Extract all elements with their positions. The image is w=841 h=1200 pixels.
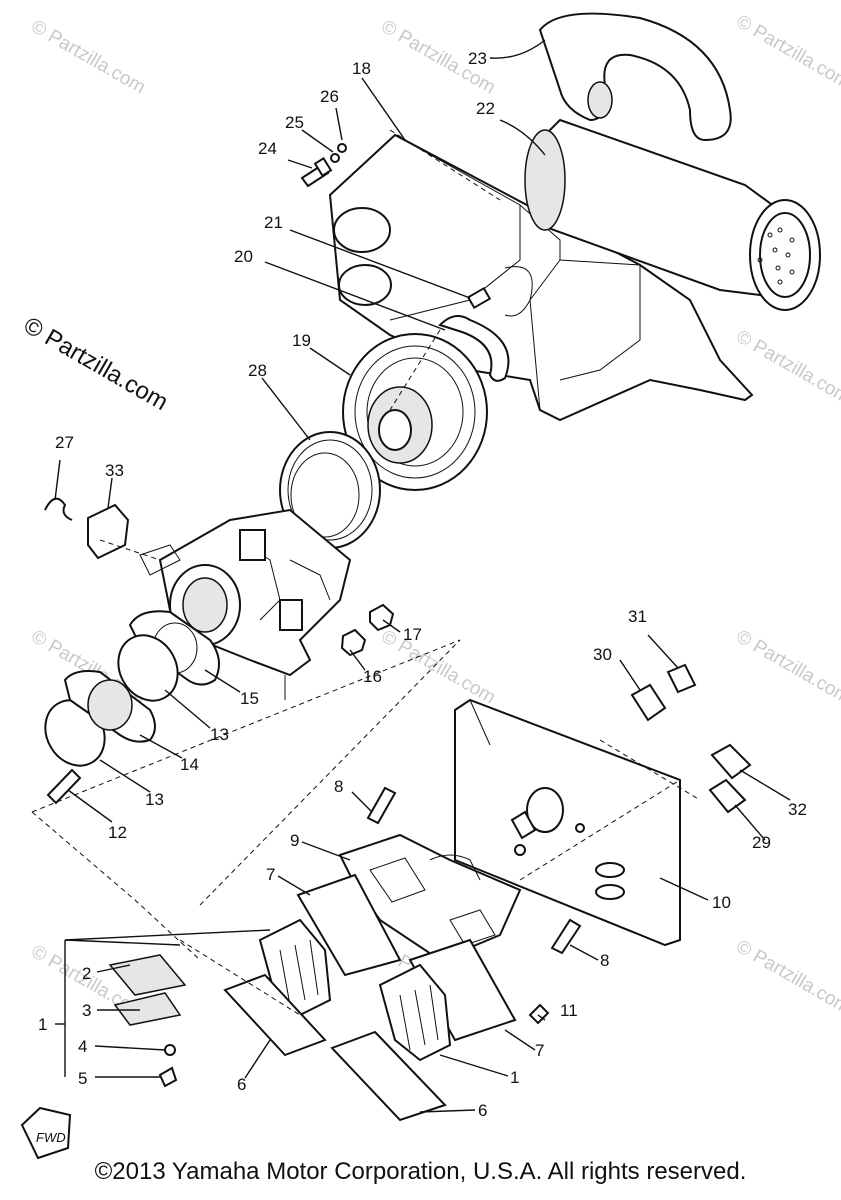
callout-6b: 6	[478, 1101, 487, 1120]
part-30	[630, 683, 667, 722]
callout-8b: 8	[600, 951, 609, 970]
callout-28: 28	[248, 361, 267, 380]
callout-24: 24	[258, 139, 277, 158]
plate-10	[454, 698, 681, 947]
watermark: © Partzilla.com	[733, 936, 841, 1018]
callout-labels: 23 22 18 26 25 24 21 20 19 28 27 33 17 1…	[38, 49, 807, 1120]
callout-25: 25	[285, 113, 304, 132]
main-watermark: © Partzilla.com	[19, 312, 173, 416]
callout-22: 22	[476, 99, 495, 118]
callout-14: 14	[180, 755, 199, 774]
callout-9: 9	[290, 831, 299, 850]
callout-18: 18	[352, 59, 371, 78]
callout-23: 23	[468, 49, 487, 68]
callout-30: 30	[593, 645, 612, 664]
clamp-20	[438, 315, 510, 382]
callout-16: 16	[363, 667, 382, 686]
callout-31: 31	[628, 607, 647, 626]
copyright-notice: ©2013 Yamaha Motor Corporation, U.S.A. A…	[94, 1158, 747, 1185]
callout-26: 26	[320, 87, 339, 106]
part-33	[87, 503, 130, 560]
callout-1b: 1	[510, 1068, 519, 1087]
fwd-label: FWD	[36, 1130, 66, 1145]
flange-14	[63, 670, 156, 743]
callout-19: 19	[292, 331, 311, 350]
callout-13b: 13	[145, 790, 164, 809]
gasket-7-upper	[296, 873, 402, 977]
callout-21: 21	[264, 213, 283, 232]
bolt-24	[300, 157, 333, 188]
callout-7: 7	[266, 865, 275, 884]
stud-12	[46, 768, 82, 805]
callout-6: 6	[237, 1075, 246, 1094]
callout-2: 2	[82, 964, 91, 983]
callout-7b: 7	[535, 1041, 544, 1060]
callout-11: 11	[560, 1001, 578, 1020]
part-31	[666, 663, 697, 694]
washer-26	[337, 143, 347, 153]
watermark: © Partzilla.com	[733, 626, 841, 708]
callout-4: 4	[78, 1037, 87, 1056]
callout-8: 8	[334, 777, 343, 796]
bolt-21	[466, 286, 492, 310]
watermark: © Partzilla.com	[28, 16, 149, 98]
screw-5	[158, 1066, 178, 1088]
joint-28	[279, 431, 381, 549]
callout-15: 15	[240, 689, 259, 708]
callout-29: 29	[752, 833, 771, 852]
reed-valve-1-lower	[378, 963, 452, 1062]
watermark: © Partzilla.com	[378, 626, 499, 708]
bolt-8-lower	[550, 918, 582, 955]
callout-20: 20	[234, 247, 253, 266]
callout-5: 5	[78, 1069, 87, 1088]
part-29	[708, 778, 747, 814]
leader-lines	[54, 39, 791, 1113]
watermark: © Partzilla.com	[733, 11, 841, 93]
bolt-8-upper	[366, 786, 397, 825]
screw-11	[528, 1003, 550, 1025]
callout-17: 17	[403, 625, 422, 644]
stopper-3	[113, 992, 182, 1026]
callout-27: 27	[55, 433, 74, 452]
callout-32: 32	[788, 800, 807, 819]
intake-duct	[538, 12, 732, 142]
washer-25	[330, 153, 340, 163]
o-ring-13-upper	[117, 634, 179, 702]
nut-17	[369, 603, 395, 632]
callout-33: 33	[105, 461, 124, 480]
gasket-6-lower	[330, 1030, 447, 1122]
callout-1: 1	[38, 1015, 47, 1034]
joint-19	[342, 333, 488, 491]
clip-27	[44, 497, 73, 521]
nut-16	[340, 628, 367, 657]
callout-10: 10	[712, 893, 731, 912]
callout-3: 3	[82, 1001, 91, 1020]
washer-4	[164, 1044, 176, 1056]
callout-13: 13	[210, 725, 229, 744]
fwd-arrow: FWD	[20, 1106, 72, 1160]
alignment-lines	[31, 129, 701, 1016]
callout-12: 12	[108, 823, 127, 842]
gasket-6-upper	[223, 973, 327, 1057]
filter-element	[524, 118, 821, 311]
